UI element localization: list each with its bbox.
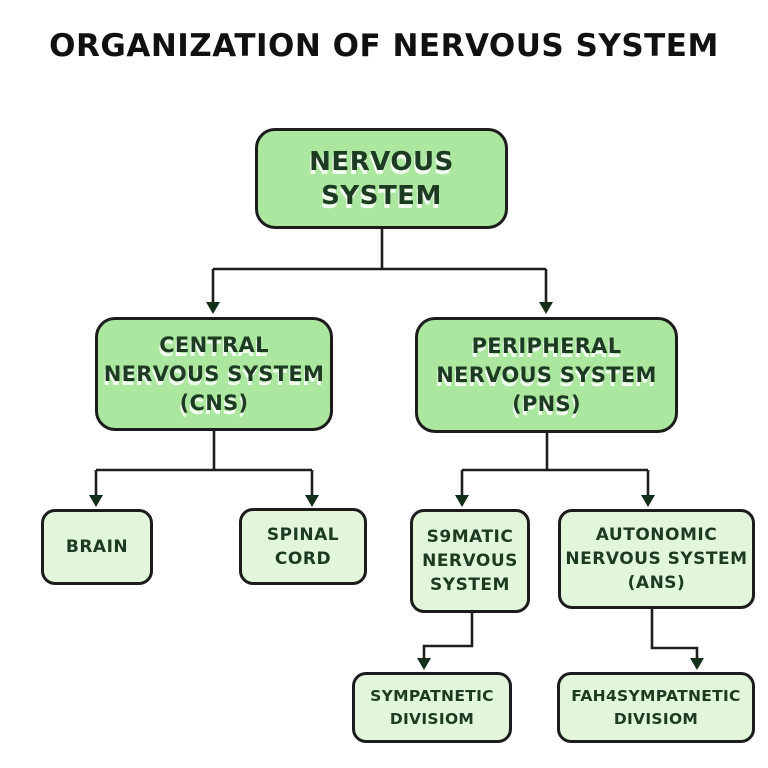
node-label-line: SPINAL [266, 524, 340, 545]
node-label-line: AUTONOMIC [595, 525, 718, 545]
node-label-line: SYSTEM [430, 575, 510, 595]
node-label-line: NERVOUS [309, 146, 454, 177]
node-nervous-system: NERVOUS SYSTEM [255, 128, 508, 229]
diagram-title: ORGANIZATION OF NERVOUS SYSTEM [49, 28, 719, 64]
arrowhead-to-autonomic [641, 495, 655, 507]
connector-pns-to-children [460, 433, 650, 497]
node-label-line: (ANS) [627, 573, 686, 593]
node-central-nervous-system: CENTRAL NERVOUS SYSTEM (CNS) [95, 317, 333, 431]
node-spinal-cord: SPINAL CORD [239, 508, 367, 585]
node-label-line: CENTRAL [159, 332, 269, 357]
node-label-line: DIVISIOM [613, 709, 699, 728]
node-label-line: PERIPHERAL [471, 333, 622, 358]
node-label-line: FAH4SYMPATNETIC [571, 686, 741, 705]
node-autonomic-nervous-system: AUTONOMIC NERVOUS SYSTEM (ANS) [558, 509, 755, 609]
node-brain: BRAIN [41, 509, 153, 585]
node-somatic-nervous-system: S9MATIC NERVOUS SYSTEM [410, 509, 530, 613]
arrowhead-to-brain [89, 495, 103, 507]
node-label-line: BRAIN [65, 537, 129, 557]
node-label-line: (PNS) [512, 391, 581, 416]
node-label-line: NERVOUS SYSTEM [565, 549, 748, 569]
arrowhead-to-spinal [305, 495, 319, 507]
node-label-line: (CNS) [179, 390, 249, 415]
arrowhead-to-cns [206, 302, 220, 314]
node-label-line: NERVOUS [422, 551, 518, 571]
node-sympathetic-division: SYMPATNETIC DIVISIOM [352, 672, 512, 743]
node-peripheral-nervous-system: PERIPHERAL NERVOUS SYSTEM (PNS) [415, 317, 678, 433]
node-label-line: CORD [274, 548, 332, 569]
connector-autonomic-to-parasympathetic [650, 608, 699, 660]
node-label-line: S9MATIC [426, 527, 514, 547]
arrowhead-to-parasympathetic [690, 658, 704, 670]
node-label-line: SYSTEM [321, 180, 442, 211]
node-parasympathetic-division: FAH4SYMPATNETIC DIVISIOM [557, 672, 755, 743]
connector-root-to-children [211, 229, 548, 304]
arrowhead-to-pns [539, 302, 553, 314]
node-label-line: DIVISIOM [389, 709, 475, 728]
arrowhead-to-sympathetic [417, 658, 431, 670]
connector-somatic-to-sympathetic [422, 613, 474, 660]
arrowhead-to-somatic [455, 495, 469, 507]
connector-cns-to-children [94, 431, 314, 497]
node-label-line: SYMPATNETIC [370, 686, 494, 705]
node-label-line: NERVOUS SYSTEM [436, 362, 657, 387]
node-label-line: NERVOUS SYSTEM [103, 361, 325, 386]
